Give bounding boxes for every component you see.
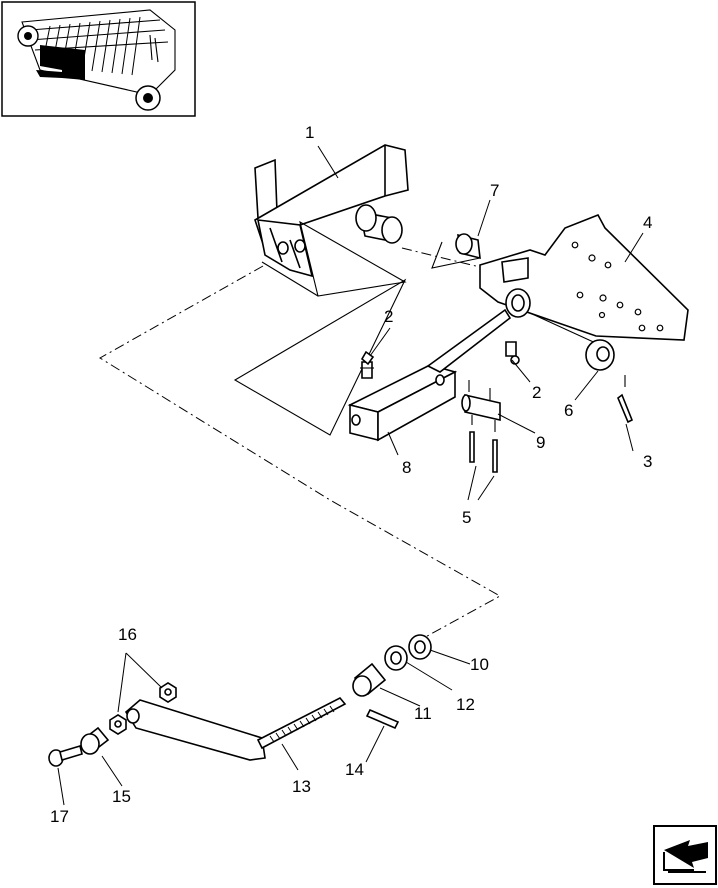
callout-8: 8 — [402, 458, 411, 477]
callout-7: 7 — [490, 181, 499, 200]
part-washer-6 — [585, 339, 615, 371]
part-roll-pin-14 — [365, 708, 400, 730]
callout-12: 12 — [456, 695, 475, 714]
callout-14: 14 — [345, 760, 364, 779]
callout-13: 13 — [292, 777, 311, 796]
part-arm — [233, 278, 512, 442]
part-cotter-pin-3 — [617, 375, 634, 424]
callout-9: 9 — [536, 433, 545, 452]
part-pin-9 — [461, 380, 501, 422]
callout-4: 4 — [643, 213, 652, 232]
callout-1: 1 — [305, 123, 314, 142]
part-nuts-16 — [109, 682, 177, 735]
callout-3: 3 — [643, 452, 652, 471]
callout-5: 5 — [462, 508, 471, 527]
machine-thumbnail-icon — [1, 1, 196, 117]
callout-2-lower: 2 — [532, 383, 541, 402]
part-grease-fitting-upper — [360, 350, 375, 379]
part-bushing-7 — [431, 233, 481, 269]
part-nut-12 — [384, 645, 408, 671]
part-washer-10 — [408, 634, 432, 660]
callout-2-upper: 2 — [384, 307, 393, 326]
part-cotter-pins-5 — [469, 415, 498, 473]
next-page-arrow-icon[interactable] — [653, 825, 717, 885]
callout-16: 16 — [118, 625, 137, 644]
callout-11: 11 — [414, 704, 432, 723]
callout-17: 17 — [50, 807, 69, 826]
part-lever-rod — [124, 696, 347, 761]
callout-15: 15 — [112, 787, 131, 806]
part-bolt-17 — [48, 744, 83, 767]
callout-10: 10 — [470, 655, 489, 674]
part-spacer-11 — [352, 662, 387, 697]
part-bushing-15 — [80, 726, 110, 755]
part-plate — [479, 213, 689, 346]
callout-6: 6 — [564, 401, 573, 420]
part-bracket — [254, 144, 409, 297]
